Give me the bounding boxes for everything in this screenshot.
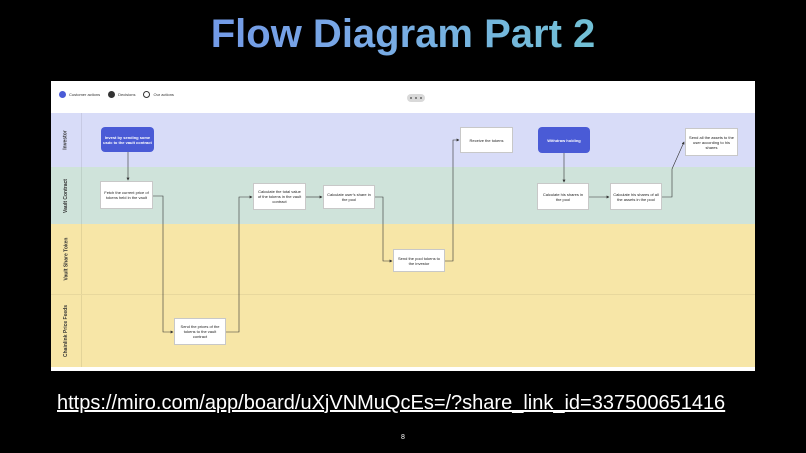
node-calc-his-shares[interactable]: Calculate his shares in the pool bbox=[537, 183, 589, 210]
more-options-icon[interactable] bbox=[407, 94, 425, 102]
legend-item-customer-actions: Customer actions bbox=[59, 90, 101, 98]
node-text: Calculate user's share in the pool bbox=[327, 192, 371, 202]
node-text: Calculate his shares of all the assets i… bbox=[613, 191, 659, 202]
page-number: 8 bbox=[401, 434, 405, 441]
node-receive-tokens[interactable]: Receive the tokens bbox=[460, 127, 513, 153]
miro-board-link[interactable]: https://miro.com/app/board/uXjVNMuQcEs=/… bbox=[57, 392, 726, 414]
legend-dot-black bbox=[108, 90, 116, 98]
node-text: Send all the assets to the user accordin… bbox=[689, 134, 734, 150]
node-text: Send the prices of the tokens to the vau… bbox=[180, 324, 220, 339]
node-send-all-assets[interactable]: Send all the assets to the user accordin… bbox=[685, 128, 738, 156]
arrow-share-to-send bbox=[375, 196, 393, 263]
node-text: Invest by sending some usdc to the vault… bbox=[103, 134, 152, 145]
arrow-assets-to-send bbox=[662, 141, 685, 198]
legend-label: Decisions bbox=[118, 91, 136, 97]
arrow-fetch-to-prices bbox=[153, 195, 174, 334]
legend-item-decisions: Decisions bbox=[108, 90, 136, 98]
legend-label: Our actions bbox=[153, 91, 174, 97]
node-invest[interactable]: Invest by sending some usdc to the vault… bbox=[101, 127, 154, 152]
legend-dot-hollow bbox=[143, 90, 151, 98]
legend-dot-blue bbox=[59, 90, 66, 98]
legend: Customer actions Decisions Our actions bbox=[59, 88, 182, 100]
lane-investor: Investor bbox=[51, 113, 755, 167]
node-send-pool-tokens[interactable]: Send the pool tokens to the investor bbox=[393, 249, 445, 272]
legend-label: Customer actions bbox=[69, 91, 101, 97]
miro-board[interactable]: Customer actions Decisions Our actions I… bbox=[51, 81, 755, 371]
node-text: Calculate his shares in the pool bbox=[542, 191, 584, 202]
node-text: Fetch the current price of tokens held i… bbox=[104, 190, 149, 200]
lane-chainlink-price-feeds: Chainlink Price Feeds bbox=[51, 294, 755, 367]
node-text: Receive the tokens bbox=[469, 137, 504, 143]
node-text: Send the pool tokens to the investor bbox=[397, 255, 441, 266]
node-calc-total[interactable]: Calculate the total value of the tokens … bbox=[253, 183, 306, 210]
node-text: Withdraw holding bbox=[547, 137, 581, 143]
arrow-send-to-receive bbox=[445, 138, 460, 262]
legend-item-our-actions: Our actions bbox=[143, 90, 174, 98]
node-fetch-price[interactable]: Fetch the current price of tokens held i… bbox=[100, 181, 153, 209]
node-calc-user-share[interactable]: Calculate user's share in the pool bbox=[323, 185, 375, 209]
slide-title: Flow Diagram Part 2 bbox=[0, 12, 806, 57]
node-send-prices[interactable]: Send the prices of the tokens to the vau… bbox=[174, 318, 226, 345]
node-withdraw[interactable]: Withdraw holding bbox=[538, 127, 590, 153]
node-text: Calculate the total value of the tokens … bbox=[257, 189, 302, 204]
arrow-prices-to-total bbox=[226, 195, 253, 333]
node-calc-asset-shares[interactable]: Calculate his shares of all the assets i… bbox=[610, 183, 662, 210]
connectors bbox=[126, 138, 685, 334]
